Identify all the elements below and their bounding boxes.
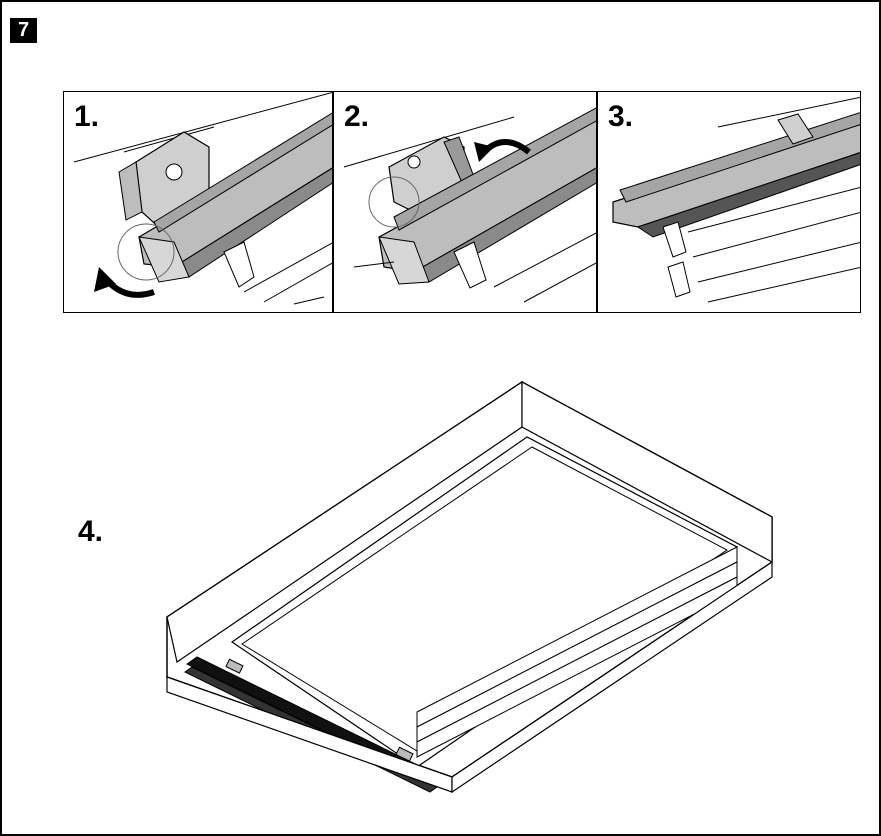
rail-clip-illustration-2 [343, 107, 596, 303]
step-label-1: 1. [74, 100, 100, 133]
rail-clip-illustration-3 [612, 96, 860, 303]
step-panel-3: 3. [597, 91, 861, 313]
installed-blind-overview [166, 380, 773, 794]
overview-label: 4. [78, 515, 104, 548]
step-panel-1: 1. [63, 91, 333, 313]
step-number-badge: 7 [10, 18, 37, 43]
step-label-2: 2. [344, 100, 370, 133]
step-panel-2: 2. [333, 91, 597, 313]
step-label-3: 3. [608, 100, 634, 133]
rail-clip-illustration-1 [73, 92, 332, 305]
